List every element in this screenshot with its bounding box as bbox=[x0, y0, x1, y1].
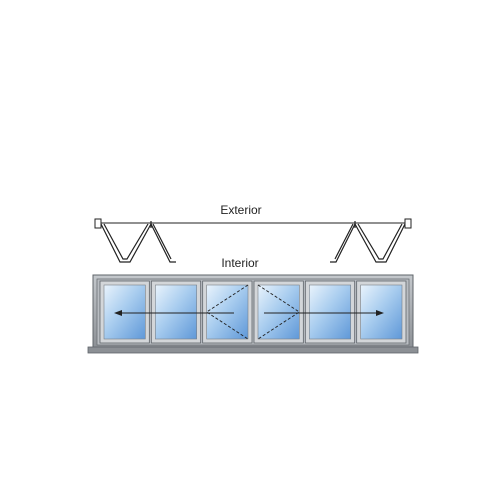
glass-pane-1 bbox=[103, 284, 146, 340]
right-jamb bbox=[404, 218, 412, 229]
left-slide-arrow bbox=[114, 310, 234, 316]
right-fold-stack bbox=[330, 221, 406, 263]
glass-pane-6 bbox=[360, 284, 403, 340]
glass-panels bbox=[99, 280, 407, 344]
right-slide-arrow bbox=[264, 310, 384, 316]
left-arrowhead bbox=[114, 310, 122, 316]
glass-pane-5 bbox=[309, 284, 351, 340]
left-fold-stack bbox=[100, 221, 176, 263]
door-sill bbox=[87, 346, 419, 354]
glass-pane-2 bbox=[155, 284, 197, 340]
glass-pane-3 bbox=[206, 284, 249, 340]
right-arrowhead bbox=[376, 310, 384, 316]
swing-indicator-4 bbox=[257, 284, 301, 340]
interior-label: Interior bbox=[221, 256, 258, 270]
elevation-view bbox=[87, 274, 419, 354]
swing-indicator-3 bbox=[205, 284, 249, 340]
glass-pane-4 bbox=[257, 284, 300, 340]
left-jamb bbox=[94, 218, 102, 229]
plan-view: Exterior Interior bbox=[94, 203, 412, 270]
exterior-label: Exterior bbox=[220, 203, 261, 217]
